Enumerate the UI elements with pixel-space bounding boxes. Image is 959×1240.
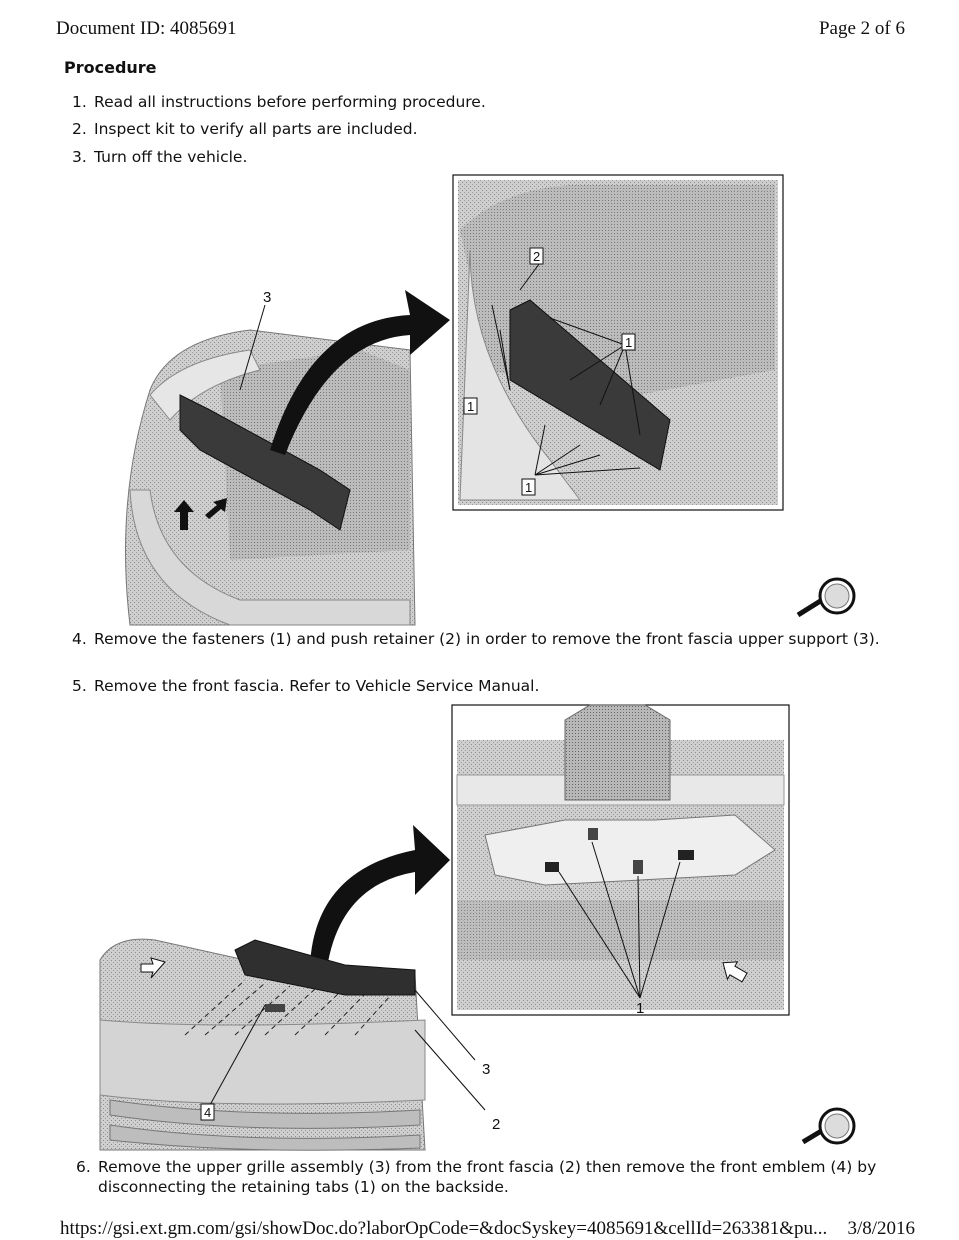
step-text: Inspect kit to verify all parts are incl… xyxy=(94,120,418,138)
callout-emblem: 4 xyxy=(204,1105,211,1120)
step-4: 4. Remove the fasteners (1) and push ret… xyxy=(72,629,882,649)
curved-arrow-icon xyxy=(270,290,450,455)
push-arrow-icon xyxy=(174,500,194,530)
step-number: 5. xyxy=(72,677,87,695)
document-id: Document ID: 4085691 xyxy=(56,18,237,39)
direction-arrow-icon xyxy=(140,957,166,979)
engine-bay-detail-view xyxy=(452,174,784,511)
callout-tabs: 1 xyxy=(636,1000,644,1017)
curved-arrow-icon xyxy=(310,825,450,968)
callout-retainer: 2 xyxy=(533,249,540,264)
magnifier-icon[interactable] xyxy=(796,577,856,618)
callout-support: 3 xyxy=(263,289,271,306)
figure-1-illustration: 3 2 1 1 1 xyxy=(125,174,856,626)
step-1: 1. Read all instructions before performi… xyxy=(72,92,872,112)
footer-url[interactable]: https://gsi.ext.gm.com/gsi/showDoc.do?la… xyxy=(60,1218,828,1239)
callout-fascia: 2 xyxy=(492,1116,500,1133)
step-text: Remove the upper grille assembly (3) fro… xyxy=(98,1158,877,1196)
magnifier-icon[interactable] xyxy=(801,1107,856,1145)
section-heading: Procedure xyxy=(64,58,157,77)
step-6: 6. Remove the upper grille assembly (3) … xyxy=(76,1157,916,1197)
step-number: 4. xyxy=(72,630,87,648)
step-text: Turn off the vehicle. xyxy=(94,148,248,166)
step-number: 1. xyxy=(72,93,87,111)
direction-arrow-icon xyxy=(722,961,748,983)
page-number: Page 2 of 6 xyxy=(818,18,905,39)
callout-fastener: 1 xyxy=(625,335,632,350)
step-text: Remove the front fascia. Refer to Vehicl… xyxy=(94,677,540,695)
step-number: 6. xyxy=(76,1158,91,1176)
step-text: Remove the fasteners (1) and push retain… xyxy=(94,630,880,648)
callout-fastener: 1 xyxy=(467,399,474,414)
step-number: 2. xyxy=(72,120,87,138)
engine-bay-left-view xyxy=(125,304,416,626)
step-number: 3. xyxy=(72,148,87,166)
front-fascia-view xyxy=(99,938,486,1151)
step-2: 2. Inspect kit to verify all parts are i… xyxy=(72,119,872,139)
grille-backside-detail-view xyxy=(451,704,790,1016)
footer-date: 3/8/2016 xyxy=(847,1218,915,1239)
step-3: 3. Turn off the vehicle. xyxy=(72,147,872,167)
push-arrow-icon xyxy=(205,498,227,519)
figure-2-illustration: 1 4 3 2 xyxy=(99,704,856,1151)
callout-fastener: 1 xyxy=(525,480,532,495)
step-5: 5. Remove the front fascia. Refer to Veh… xyxy=(72,676,882,696)
step-text: Read all instructions before performing … xyxy=(94,93,486,111)
callout-grille: 3 xyxy=(482,1061,490,1078)
